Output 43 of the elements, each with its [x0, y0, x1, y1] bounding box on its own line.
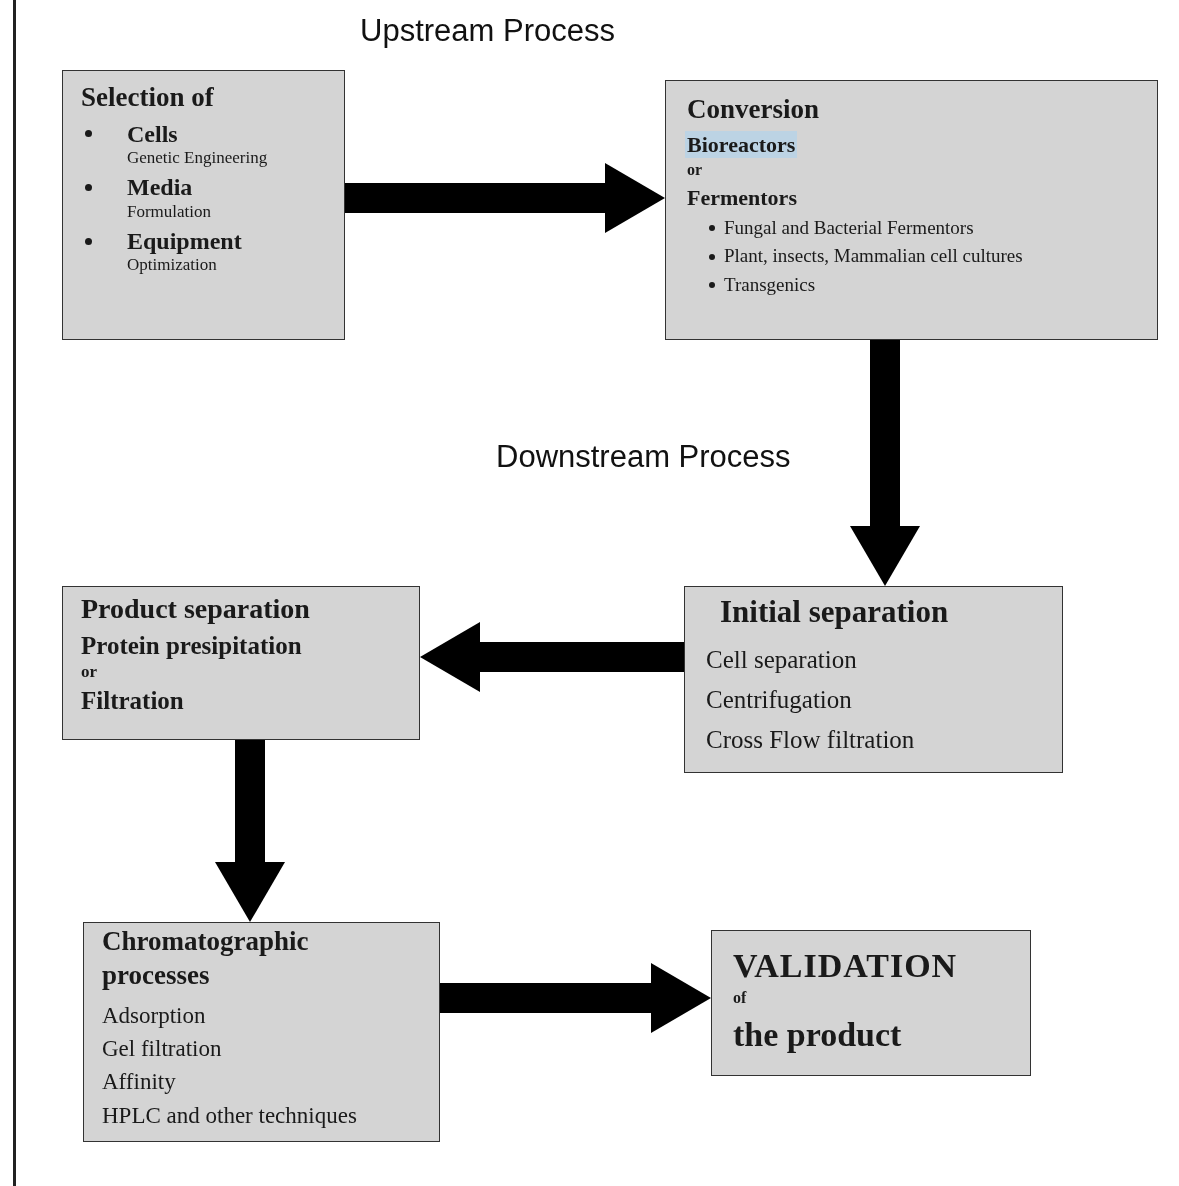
box-title: Initial separation: [720, 593, 950, 631]
process-box: [665, 80, 1158, 340]
block-arrow: [345, 163, 665, 233]
box-text: Cell separation: [706, 644, 858, 675]
box-text: Adsorption: [102, 1001, 207, 1030]
box-text: Genetic Engineering: [127, 147, 269, 169]
box-text: Formulation: [127, 200, 213, 223]
box-text: Gel filtration: [102, 1034, 223, 1063]
process-box: [684, 586, 1063, 773]
block-arrow: [440, 963, 711, 1033]
box-text: Bioreactors: [685, 130, 798, 159]
box-text: or: [687, 160, 704, 181]
box-text: Protein presipitation: [81, 631, 303, 661]
section-heading: Upstream Process: [360, 12, 615, 50]
section-heading: Downstream Process: [496, 438, 791, 476]
box-title: Product separation: [81, 592, 311, 626]
process-box: [62, 586, 420, 740]
process-box: [62, 70, 345, 340]
box-text: Media: [127, 174, 193, 201]
box-text: or: [81, 661, 99, 683]
box-text: Fermentors: [687, 184, 798, 212]
block-arrow: [850, 340, 920, 586]
box-title: Conversion: [687, 93, 820, 126]
box-text: Transgenics: [724, 272, 816, 297]
process-box: [711, 930, 1031, 1076]
box-text: HPLC and other techniques: [102, 1101, 358, 1130]
box-text: Cross Flow filtration: [706, 724, 916, 755]
box-text: Fungal and Bacterial Fermentors: [724, 215, 974, 240]
box-text: Filtration: [81, 685, 185, 716]
box-text: Centrifugation: [706, 684, 853, 715]
block-arrow: [420, 622, 684, 692]
box-text: Optimization: [127, 254, 218, 276]
block-arrow: [215, 740, 285, 922]
box-title: VALIDATION: [733, 946, 959, 986]
box-title: Chromatographic processes: [102, 925, 310, 992]
box-text: Cells: [127, 120, 178, 148]
box-text: Plant, insects, Mammalian cell cultures: [724, 244, 1023, 269]
box-text: of: [733, 987, 748, 1008]
process-box: [83, 922, 440, 1142]
box-text: Affinity: [102, 1068, 177, 1097]
box-text: the product: [733, 1014, 903, 1055]
box-title: Selection of: [81, 81, 215, 114]
box-text: Equipment: [127, 228, 242, 255]
